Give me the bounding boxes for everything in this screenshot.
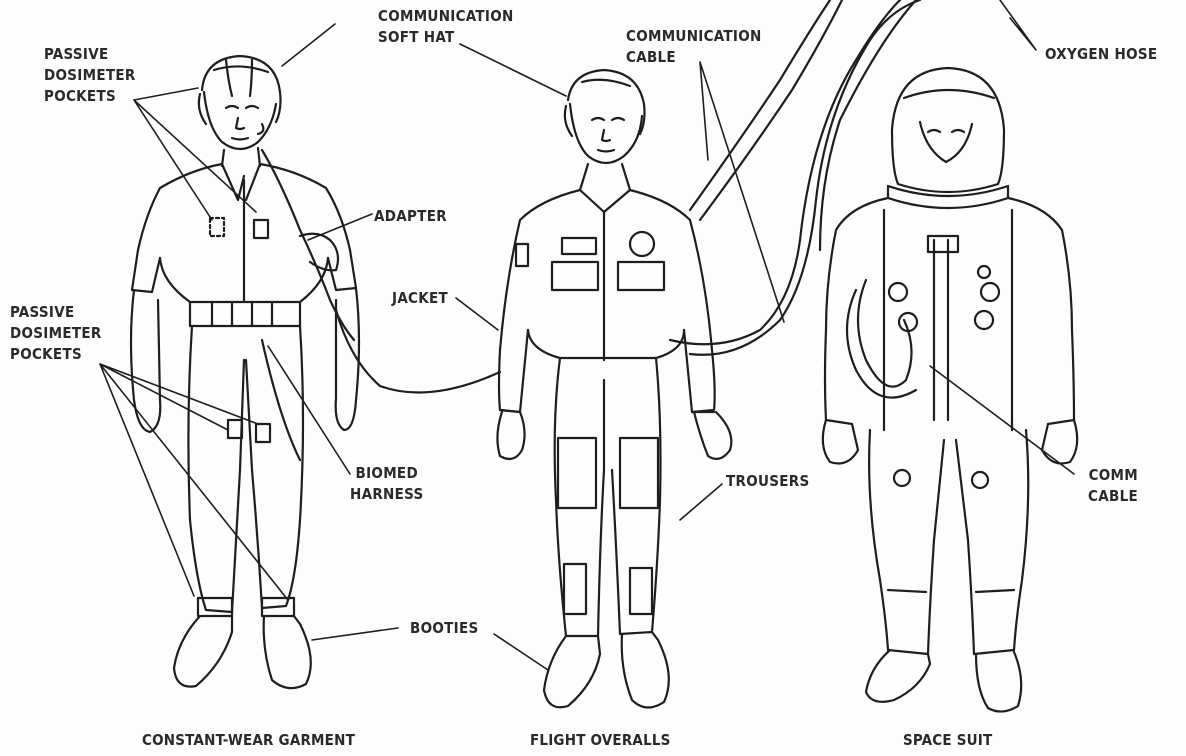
label-trousers: TROUSERS bbox=[726, 471, 809, 492]
label-passive-dosimeter-pockets-lower: PASSIVE DOSIMETER POCKETS bbox=[10, 302, 102, 365]
label-passive-dosimeter-pockets-upper: PASSIVE DOSIMETER POCKETS bbox=[44, 44, 136, 107]
label-communication-soft-hat: COMMUNICATION SOFT HAT bbox=[378, 6, 514, 48]
caption-flight-overalls: FLIGHT OVERALLS bbox=[530, 731, 671, 749]
label-comm-cable: COMM CABLE bbox=[1078, 465, 1138, 507]
label-communication-cable: COMMUNICATION CABLE bbox=[626, 26, 762, 68]
caption-constant-wear-garment: CONSTANT-WEAR GARMENT bbox=[142, 731, 355, 749]
label-jacket: JACKET bbox=[392, 288, 448, 309]
label-adapter: ADAPTER bbox=[374, 206, 447, 227]
label-booties: BOOTIES bbox=[410, 618, 479, 639]
caption-space-suit: SPACE SUIT bbox=[903, 731, 992, 749]
flight-overalls-figure bbox=[497, 70, 731, 708]
connecting-cable-1 bbox=[336, 310, 500, 392]
constant-wear-garment-figure bbox=[131, 56, 359, 688]
space-suit-figure bbox=[823, 68, 1077, 712]
label-biomed-harness: BIOMED HARNESS bbox=[350, 463, 424, 505]
label-oxygen-hose: OXYGEN HOSE bbox=[1045, 44, 1157, 65]
